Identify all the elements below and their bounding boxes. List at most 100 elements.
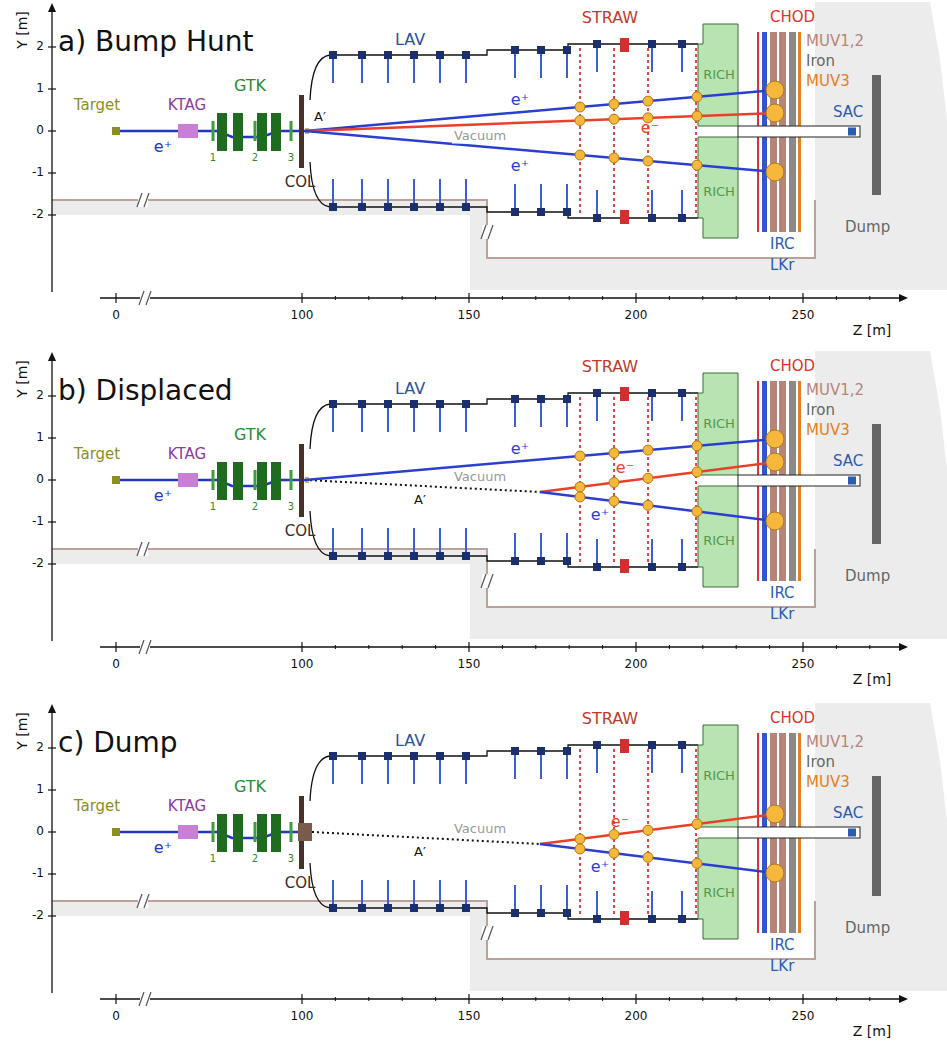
- tick-label: 0: [112, 658, 120, 672]
- break-gap: [482, 926, 492, 940]
- tick-label: 100: [291, 309, 314, 323]
- detector-name: RICH: [703, 886, 735, 901]
- lav-vane: [514, 533, 516, 561]
- tick-label: 1: [36, 431, 44, 445]
- axis-minor-tick: [736, 645, 737, 649]
- break-mark: [488, 926, 493, 940]
- tick-label: -1: [32, 166, 44, 180]
- panel: [48, 2, 947, 305]
- rich-vessel: [698, 137, 738, 238]
- beam-dump: [872, 424, 881, 544]
- lav-station: [593, 40, 601, 48]
- straw-magnet: [620, 210, 629, 224]
- vessel-wall: [310, 511, 698, 567]
- straw-magnet: [620, 739, 629, 753]
- detector-hit: [609, 99, 619, 109]
- axis-minor-tick: [335, 997, 336, 1001]
- gtk-station: [212, 121, 215, 141]
- axis-tick: [48, 172, 56, 173]
- particle-track: [305, 90, 775, 131]
- axis-tick: [635, 994, 636, 1004]
- lav-station: [384, 203, 392, 211]
- particle-label: A′: [414, 493, 426, 508]
- lav-station: [678, 214, 686, 222]
- part-label: IRC: [770, 236, 795, 253]
- tick-label: -2: [32, 208, 44, 222]
- lav-station: [537, 46, 545, 54]
- particle-label: e⁺: [591, 506, 609, 524]
- break-mark: [139, 640, 144, 654]
- axis-minor-tick: [535, 296, 536, 300]
- axis-tick: [48, 395, 56, 396]
- z-axis: [100, 646, 900, 647]
- break-mark: [144, 542, 149, 556]
- break-mark: [137, 542, 142, 556]
- axis-tick: [468, 293, 469, 303]
- part-label: CHOD: [770, 710, 815, 727]
- detector-name: RICH: [703, 68, 735, 83]
- axis-tick: [48, 88, 56, 89]
- lav-station: [358, 51, 366, 59]
- axis-tick: [468, 642, 469, 652]
- gtk-station: [290, 470, 293, 490]
- lav-station: [563, 395, 571, 403]
- station-number: 2: [252, 501, 258, 513]
- axis-tick: [301, 642, 302, 652]
- lav-vane: [651, 190, 653, 218]
- tick-label: 150: [458, 309, 481, 323]
- station-number: 2: [252, 152, 258, 164]
- lav-vane: [439, 179, 441, 207]
- lav-vane: [465, 756, 467, 784]
- axis-tick: [635, 293, 636, 303]
- part-label: Target: [74, 446, 120, 463]
- gtk-station: [212, 470, 215, 490]
- cavern-ground: [52, 703, 947, 991]
- lav-vane: [387, 528, 389, 556]
- axis-title: Y [m]: [14, 11, 30, 49]
- part-label: STRAW: [582, 358, 638, 376]
- axis-minor-tick: [602, 997, 603, 1001]
- lav-station: [410, 552, 418, 560]
- tick-label: 0: [36, 473, 44, 487]
- detector-hit: [692, 92, 702, 102]
- lav-station: [329, 752, 337, 760]
- break-mark: [481, 574, 486, 588]
- break-gap: [482, 574, 492, 588]
- break-mark: [146, 640, 151, 654]
- axis-minor-tick: [736, 296, 737, 300]
- axis-title: Z [m]: [853, 322, 892, 338]
- axis-minor-tick: [335, 645, 336, 649]
- detector-name: RICH: [703, 534, 735, 549]
- lav-station: [511, 208, 519, 216]
- axis-minor-tick: [669, 645, 670, 649]
- break-mark: [144, 193, 149, 207]
- target: [112, 127, 120, 135]
- axis-minor-tick: [769, 997, 770, 1001]
- axis-minor-tick: [368, 997, 369, 1001]
- straw-chamber: [579, 397, 581, 563]
- axis-tick: [48, 214, 56, 215]
- tick-label: 0: [36, 124, 44, 138]
- part-label: Dump: [845, 219, 890, 236]
- part-label: LKr: [770, 606, 794, 623]
- part-label: Target: [74, 97, 120, 114]
- straw-chamber: [695, 749, 697, 915]
- part-label: MUV1,2: [806, 382, 864, 399]
- lav-vane: [413, 404, 415, 432]
- lav-station: [593, 915, 601, 923]
- axis-tick: [48, 521, 56, 522]
- lav-station: [462, 904, 470, 912]
- sac-detector: [848, 128, 856, 136]
- y-axis: [51, 711, 52, 993]
- particle-track: [305, 113, 775, 131]
- lav-station: [410, 203, 418, 211]
- break-mark: [481, 926, 486, 940]
- beam-dump: [872, 776, 881, 896]
- axis-arrow: [48, 3, 56, 12]
- lav-station: [648, 915, 656, 923]
- part-label: Dump: [845, 920, 890, 937]
- tick-label: 0: [36, 825, 44, 839]
- axis-minor-tick: [569, 645, 570, 649]
- straw-magnet: [620, 387, 629, 401]
- lav-vane: [387, 404, 389, 432]
